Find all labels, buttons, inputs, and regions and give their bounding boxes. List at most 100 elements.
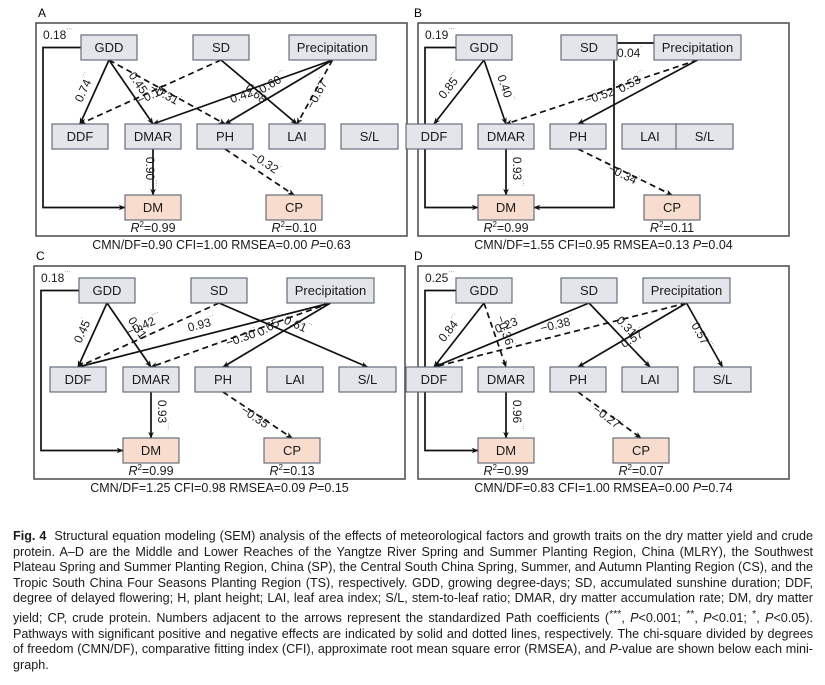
node-box <box>653 34 742 61</box>
panel-letter: A <box>38 6 46 20</box>
node-label: DM <box>143 200 163 215</box>
node-dm: DM <box>477 194 535 221</box>
path-gdd-to-ddf <box>77 302 108 368</box>
path-precipitation-to-dmar <box>505 59 698 125</box>
node-label: DDF <box>421 372 448 387</box>
paths <box>42 46 334 211</box>
node-box <box>196 123 254 150</box>
node-box <box>455 277 513 304</box>
path-gdd-to-dmar <box>108 59 154 125</box>
node-s-l: S/L <box>338 366 397 393</box>
node-dmar: DMAR <box>477 123 535 150</box>
node-box <box>477 437 535 464</box>
p-symbol: P <box>609 642 618 657</box>
path-gdd-to-dm <box>40 289 124 454</box>
node-label: PH <box>216 129 234 144</box>
node-precipitation: Precipitation <box>288 34 377 61</box>
caption-text: <0.01; <box>711 611 753 626</box>
caption-text: , <box>694 611 704 626</box>
node-gdd: GDD <box>80 34 138 61</box>
node-label: DDF <box>65 372 92 387</box>
node-label: Precipitation <box>295 283 367 298</box>
node-box <box>549 123 607 150</box>
node-ddf: DDF <box>49 366 107 393</box>
node-label: PH <box>569 129 587 144</box>
node-label: CP <box>285 200 303 215</box>
caption-text: <0.001; <box>638 611 687 626</box>
node-box <box>49 366 107 393</box>
node-cp: CP <box>643 194 701 221</box>
path-coefficient: 0.60˙˙˙ <box>256 69 289 97</box>
p-symbol: P <box>765 611 774 626</box>
node-precipitation: Precipitation <box>642 277 731 304</box>
path-gdd-to-ddf <box>433 59 485 125</box>
node-gdd: GDD <box>78 277 136 304</box>
node-box <box>266 366 324 393</box>
path-coefficient: 0.85˙˙˙ <box>435 69 465 102</box>
node-box <box>477 123 535 150</box>
fit-statistics: CMN/DF=1.55 CFI=0.95 RMSEA=0.13 P=0.04 <box>474 238 733 252</box>
node-label: LAI <box>640 372 660 387</box>
path-ph-to-cp <box>224 148 295 196</box>
path-coefficient: −0.35˙ <box>238 403 273 433</box>
node-ph: PH <box>549 366 607 393</box>
path-precipitation-to-ph <box>222 302 331 368</box>
caption-text: -value are shown below each mini-graph. <box>13 642 813 672</box>
node-box <box>455 34 513 61</box>
panel-letter: C <box>36 249 45 263</box>
node-sd: SD <box>560 34 618 61</box>
node-label: PH <box>214 372 232 387</box>
node-box <box>51 123 109 150</box>
p-symbol: P <box>703 611 712 626</box>
node-dm: DM <box>122 437 180 464</box>
node-dmar: DMAR <box>122 366 180 393</box>
node-label: DMAR <box>487 129 525 144</box>
caption-text: Structural equation modeling (SEM) analy… <box>13 529 814 626</box>
node-dm: DM <box>477 437 535 464</box>
node-s-l: S/L <box>675 123 734 150</box>
node-label: SD <box>210 283 228 298</box>
path-coefficient: −0.34˙ <box>606 161 642 188</box>
r2-cp: R2=0.10 <box>271 220 316 235</box>
path-coefficient: −0.67˙ <box>303 76 331 111</box>
path-coefficient: 0.90˙˙˙ <box>143 157 157 187</box>
r2-dm: R2=0.99 <box>128 463 173 478</box>
node-box <box>621 366 679 393</box>
node-label: SD <box>580 40 598 55</box>
r2-dm: R2=0.99 <box>483 463 528 478</box>
path-coefficient: 0.93˙˙˙ <box>155 400 169 430</box>
node-label: SD <box>212 40 230 55</box>
path-coefficient: 0.74˙˙˙ <box>72 71 97 104</box>
path-coefficient: 0.57˙˙˙ <box>688 320 715 353</box>
figure-caption: Fig. 4 Structural equation modeling (SEM… <box>13 529 813 674</box>
node-sd: SD <box>192 34 250 61</box>
node-label: GDD <box>470 283 499 298</box>
path-gdd-to-ddf <box>433 302 485 368</box>
node-ddf: DDF <box>51 123 109 150</box>
path-coefficient: 0.25˙˙˙ <box>425 271 455 285</box>
node-label: DMAR <box>487 372 525 387</box>
path-labels: 0.25˙˙˙0.84˙˙˙−0.36˙0.23˙0.31˙−0.38˙˙0.5… <box>425 271 715 432</box>
node-box <box>612 437 670 464</box>
path-precipitation-to-lai <box>296 59 334 125</box>
path-coefficient: −0.38˙˙ <box>539 313 576 335</box>
node-label: DM <box>496 200 516 215</box>
node-label: CP <box>663 200 681 215</box>
node-box <box>288 34 377 61</box>
node-label: S/L <box>358 372 378 387</box>
node-box <box>405 366 463 393</box>
path-precipitation-to-dm <box>533 42 654 211</box>
node-cp: CP <box>612 437 670 464</box>
node-dm: DM <box>124 194 182 221</box>
node-label: Precipitation <box>651 283 723 298</box>
path-precipitation-to-s-l <box>685 302 724 368</box>
node-label: DDF <box>421 129 448 144</box>
path-gdd-to-ph <box>108 59 226 125</box>
node-box <box>286 277 375 304</box>
path-coefficient: 0.96˙˙˙ <box>510 400 524 430</box>
path-coefficient: 0.93˙˙˙ <box>510 157 524 187</box>
node-box <box>124 194 182 221</box>
node-s-l: S/L <box>340 123 399 150</box>
node-ph: PH <box>196 123 254 150</box>
